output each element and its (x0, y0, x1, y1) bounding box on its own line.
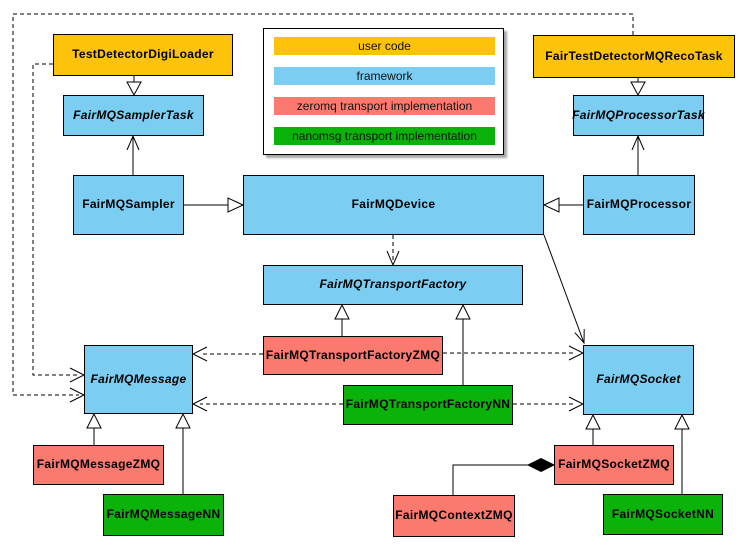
node-label: FairTestDetectorMQRecoTask (545, 48, 723, 63)
edge-messagezmq-message (86, 412, 102, 445)
edge-factoryzmq-message (191, 346, 263, 362)
edge-digiloader-samplertask (126, 76, 142, 97)
edge-processor-processortask (631, 134, 645, 175)
node-fairmqcontextzmq: FairMQContextZMQ (393, 495, 515, 537)
node-label: FairMQMessageNN (106, 507, 221, 522)
node-label: FairMQSamplerTask (73, 107, 194, 122)
node-label: FairMQProcessor (586, 197, 692, 212)
edge-factorynn-factory (455, 303, 471, 385)
legend-label: zeromq transport implementation (296, 99, 473, 113)
node-label: FairMQDevice (351, 197, 436, 212)
node-fairmqprocessor: FairMQProcessor (583, 175, 695, 235)
legend-label: user code (358, 39, 411, 53)
edge-sampler-samplertask (126, 134, 140, 175)
edge-factoryzmq-factory (334, 303, 350, 336)
legend-item-zeromq: zeromq transport implementation (274, 97, 495, 115)
legend-label: nanomsg transport implementation (292, 129, 477, 143)
edge-factoryzmq-socket (443, 345, 585, 361)
node-fairmqsamplertask: FairMQSamplerTask (63, 95, 204, 136)
node-label: FairMQSocketZMQ (558, 457, 670, 472)
node-fairmqtransportfactoryzmq: FairMQTransportFactoryZMQ (263, 336, 443, 375)
node-fairmqsocketnn: FairMQSocketNN (603, 494, 723, 535)
node-label: FairMQSocketNN (611, 506, 715, 521)
legend: user code framework zeromq transport imp… (263, 28, 504, 155)
edge-device-socket (543, 234, 585, 345)
edge-socketzmq-socket (585, 413, 601, 445)
node-label: FairMQTransportFactoryNN (345, 397, 511, 412)
node-label: FairMQProcessorTask (572, 107, 705, 122)
node-label: FairMQTransportFactory (319, 277, 467, 292)
edge-contextzmq-socketzmq (452, 457, 556, 495)
node-fairmqprocessortask: FairMQProcessorTask (572, 95, 705, 136)
node-label: TestDetectorDigiLoader (72, 47, 214, 62)
node-fairtestdetectormqrecotask: FairTestDetectorMQRecoTask (533, 35, 735, 78)
edge-factorynn-socket (513, 396, 585, 412)
node-fairmqmessagezmq: FairMQMessageZMQ (33, 445, 164, 485)
node-fairmqmessagenn: FairMQMessageNN (103, 494, 224, 536)
node-fairmqsocketzmq: FairMQSocketZMQ (554, 445, 674, 485)
node-label: FairMQSocket (596, 372, 681, 387)
edge-socketnn-socket (674, 413, 690, 494)
edge-factorynn-message (191, 396, 343, 412)
edge-recotask-processortask (630, 78, 646, 97)
node-label: FairMQMessageZMQ (36, 457, 161, 472)
node-fairmqtransportfactory: FairMQTransportFactory (263, 265, 523, 305)
node-label: FairMQContextZMQ (395, 508, 513, 523)
legend-item-nanomsg: nanomsg transport implementation (274, 127, 495, 145)
node-testdetectordigiloader: TestDetectorDigiLoader (53, 34, 233, 76)
node-label: FairMQSampler (82, 197, 175, 212)
edge-device-transportfactory (386, 235, 400, 267)
node-fairmqmessage: FairMQMessage (84, 345, 193, 414)
legend-label: framework (356, 69, 413, 83)
node-label: FairMQMessage (90, 371, 187, 386)
edge-messagenn-message (175, 412, 191, 494)
node-label: FairMQTransportFactoryZMQ (265, 347, 441, 362)
legend-item-user-code: user code (274, 37, 495, 55)
legend-item-framework: framework (274, 67, 495, 85)
node-fairmqtransportfactorynn: FairMQTransportFactoryNN (343, 385, 513, 425)
node-fairmqsocket: FairMQSocket (583, 345, 694, 415)
edge-processor-device (542, 197, 583, 213)
edge-sampler-device (184, 197, 245, 213)
node-fairmqsampler: FairMQSampler (73, 175, 184, 235)
node-fairmqdevice: FairMQDevice (243, 175, 544, 235)
